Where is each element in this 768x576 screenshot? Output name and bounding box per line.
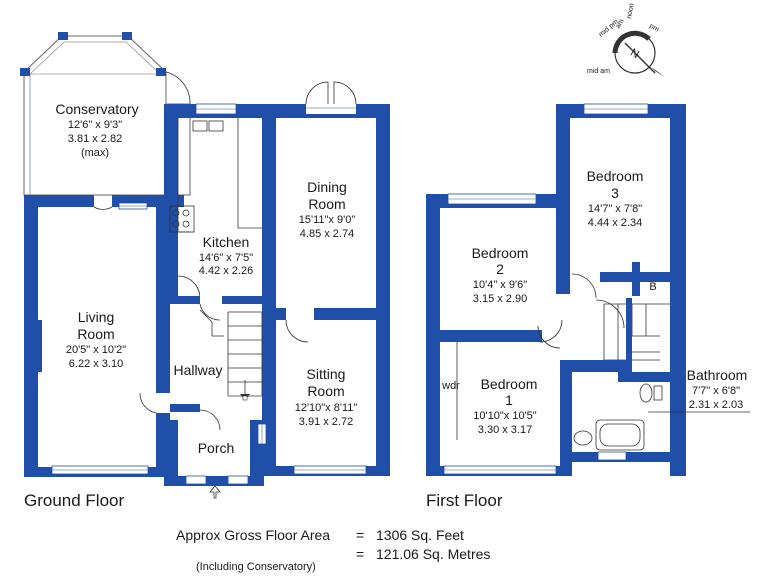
living-dim-imperial: 20'5" x 10'2"	[66, 344, 126, 356]
bedroom3-name-line1: Bedroom	[587, 168, 644, 184]
floor-area-summary: Approx Gross Floor Area = 1306 Sq. Feet …	[176, 527, 490, 573]
bathroom-name: Bathroom	[687, 367, 748, 383]
sitting-name-line1: Sitting	[307, 366, 346, 382]
area-sqm: 121.06 Sq. Metres	[376, 546, 490, 562]
kitchen-dim-imperial: 14'6" x 7'5"	[199, 252, 253, 264]
living-name-line2: Room	[77, 326, 114, 342]
bedroom2-name-line1: Bedroom	[472, 245, 529, 261]
dining-name-line1: Dining	[307, 179, 347, 195]
compass: N mid am am noon mid pm pm	[587, 3, 665, 77]
bathroom-dim-imperial: 7'7" x 6'8"	[692, 385, 740, 397]
sitting-name-line2: Room	[307, 383, 344, 399]
dining-room-walls	[262, 81, 390, 476]
bedroom2-label: Bedroom 2 10'4" x 9'6" 3.15 x 2.90	[472, 245, 529, 305]
conservatory-name: Conservatory	[55, 101, 138, 117]
dining-dim-imperial: 15'11"x 9'0"	[299, 214, 356, 226]
bedroom3-name-line2: 3	[611, 185, 619, 201]
bathroom-dim-metric: 2.31 x 2.03	[689, 399, 743, 411]
bedroom3-label: Bedroom 3 14'7" x 7'8" 4.44 x 2.34	[587, 168, 644, 229]
bedroom1-name-line1: Bedroom	[481, 376, 538, 392]
hallway-name: Hallway	[173, 362, 222, 378]
bedroom2-dim-imperial: 10'4" x 9'6"	[473, 279, 527, 291]
living-dim-metric: 6.22 x 3.10	[69, 358, 123, 370]
conservatory-note: (max)	[81, 147, 109, 159]
porch-walls	[164, 420, 267, 499]
hallway-walls	[170, 294, 263, 431]
ground-floor-plan	[20, 32, 390, 499]
bedroom3-dim-imperial: 14'7" x 7'8"	[588, 203, 642, 215]
kitchen-label: Kitchen 14'6" x 7'5" 4.42 x 2.26	[199, 234, 253, 277]
bedroom1-walls	[426, 325, 572, 476]
sitting-dim-imperial: 12'10"x 8'11"	[295, 402, 358, 414]
bedroom1-dim-metric: 3.30 x 3.17	[478, 424, 532, 436]
compass-label-mid-am: mid am	[587, 68, 610, 75]
dining-room-label: Dining Room 15'11"x 9'0" 4.85 x 2.74	[299, 179, 356, 240]
bathroom-label: Bathroom 7'7" x 6'8" 2.31 x 2.03	[648, 367, 750, 413]
conservatory-dim-imperial: 12'6" x 9'3"	[68, 119, 122, 131]
boiler-cupboard-label: B	[649, 281, 656, 293]
sitting-room-label: Sitting Room 12'10"x 8'11" 3.91 x 2.72	[295, 366, 358, 428]
living-name-line1: Living	[78, 309, 115, 325]
area-sqft: 1306 Sq. Feet	[376, 527, 464, 543]
bedroom3-dim-metric: 4.44 x 2.34	[588, 217, 642, 229]
living-room-label: Living Room 20'5" x 10'2" 6.22 x 3.10	[66, 309, 126, 370]
bedroom2-name-line2: 2	[496, 261, 504, 277]
area-equals-1: =	[356, 527, 364, 543]
landing-stairs	[595, 298, 670, 372]
compass-label-am: am	[615, 18, 626, 30]
bedroom1-wardrobe: wdr	[441, 380, 460, 392]
first-floor-label: First Floor	[426, 491, 503, 510]
first-floor-plan	[426, 103, 686, 476]
porch-name: Porch	[198, 440, 235, 456]
ground-floor-label: Ground Floor	[24, 491, 124, 510]
bedroom2-walls	[426, 193, 570, 343]
bedroom1-label: wdr Bedroom 1 10'10"x 10'5" 3.30 x 3.17	[441, 376, 537, 436]
dining-name-line2: Room	[308, 196, 345, 212]
bathroom-walls	[572, 360, 686, 462]
dining-dim-metric: 4.85 x 2.74	[300, 228, 354, 240]
area-equals-2: =	[356, 546, 364, 562]
conservatory-dim-metric: 3.81 x 2.82	[68, 133, 122, 145]
area-note: (Including Conservatory)	[196, 561, 316, 573]
compass-label-pm: pm	[648, 23, 660, 34]
kitchen-name: Kitchen	[203, 234, 250, 250]
kitchen-dim-metric: 4.42 x 2.26	[199, 265, 253, 277]
bedroom2-dim-metric: 3.15 x 2.90	[473, 293, 527, 305]
conservatory-label: Conservatory 12'6" x 9'3" 3.81 x 2.82 (m…	[55, 101, 138, 159]
kitchen-walls	[164, 103, 276, 299]
sitting-dim-metric: 3.91 x 2.72	[299, 416, 353, 428]
compass-label-noon: noon	[626, 3, 636, 20]
bedroom1-name-line2: 1	[505, 392, 513, 408]
bedroom1-dim-imperial: 10'10"x 10'5"	[473, 410, 536, 422]
area-label: Approx Gross Floor Area	[176, 527, 330, 543]
